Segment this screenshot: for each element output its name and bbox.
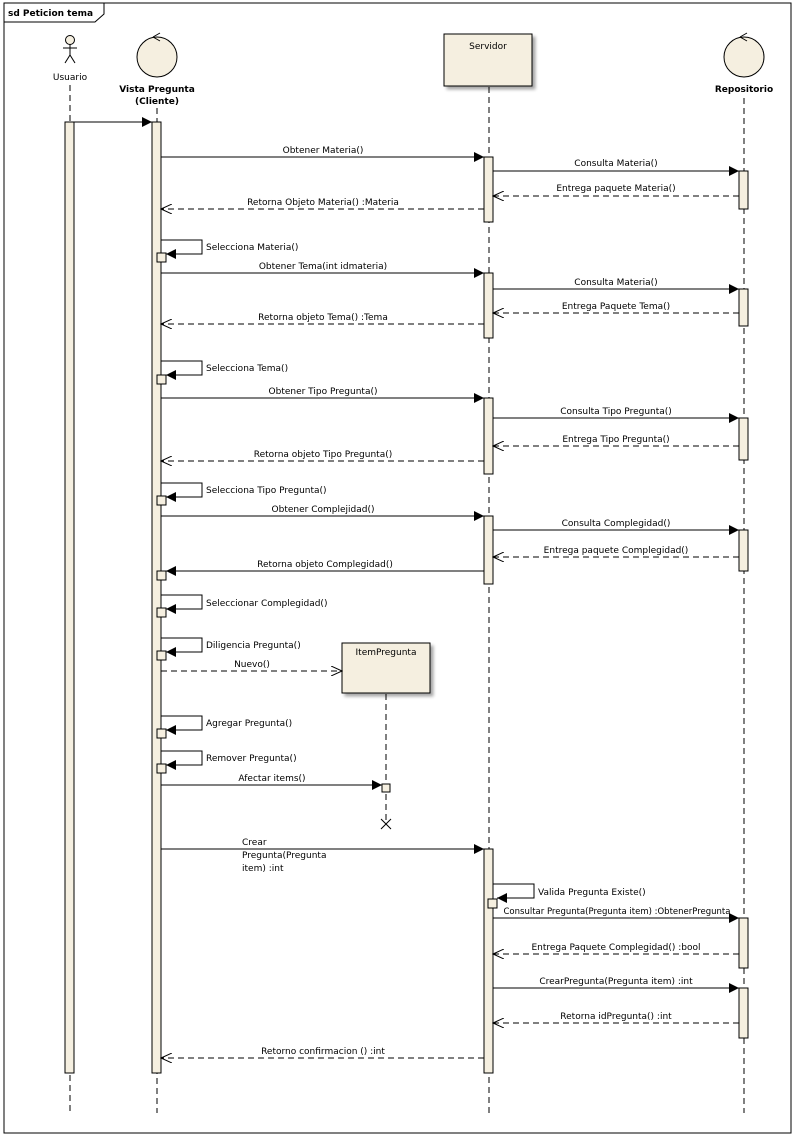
self-call-box (156, 374, 167, 385)
message-label: Retorna objeto Complegidad() (257, 560, 393, 570)
repositorio-icon (723, 32, 765, 78)
message-lines (74, 117, 739, 1058)
message-label: Consultar Pregunta(Pregunta item) :Obten… (504, 907, 731, 917)
usuario-label: Usuario (53, 73, 88, 83)
self-message (493, 883, 535, 903)
message-label: Retorna objeto Tipo Pregunta() (254, 450, 393, 460)
message-label: Nuevo() (234, 660, 270, 670)
itempregunta-activation (381, 783, 391, 793)
message-label: Agregar Pregunta() (206, 719, 292, 729)
vista-activation (151, 121, 162, 1074)
message-label: Selecciona Materia() (206, 243, 298, 253)
message-label: Entrega paquete Complegidad() (544, 546, 689, 556)
message-label: Obtener Tema(int idmateria) (259, 262, 387, 272)
self-call-box (487, 898, 498, 909)
usuario-actor (63, 35, 77, 64)
message-label: Consulta Materia() (574, 159, 657, 169)
usuario-activation (64, 121, 75, 1074)
repositorio-activation-2 (738, 288, 749, 327)
self-call-box (156, 570, 167, 581)
message-label: Selecciona Tipo Pregunta() (206, 486, 327, 496)
message-label: Valida Pregunta Existe() (538, 888, 646, 898)
vista-pregunta-sublabel: (Cliente) (135, 97, 179, 107)
self-call-boxes (156, 252, 498, 909)
message-label: Obtener Materia() (283, 146, 364, 156)
message-labels: Obtener Materia() Consulta Materia() Ent… (206, 146, 730, 1057)
message-label: item) :int (242, 864, 284, 874)
message-label: Retorna objeto Tema() :Tema (258, 313, 388, 323)
vista-pregunta-label: Vista Pregunta (119, 85, 195, 95)
servidor-activation-4 (483, 515, 494, 585)
message-label: Entrega Tipo Pregunta() (562, 435, 669, 445)
self-message (161, 715, 203, 735)
repositorio-activation-6 (738, 987, 749, 1039)
frame-title-tab (3, 2, 105, 23)
repositorio-activation-1 (738, 170, 749, 210)
repositorio-activation-3 (738, 417, 749, 461)
servidor-activation-2 (483, 272, 494, 339)
self-message (161, 637, 203, 657)
itempregunta-box (341, 642, 431, 694)
frame-title: sd Peticion tema (8, 9, 93, 19)
repositorio-activation-4 (738, 529, 749, 572)
message-label: Crear (242, 838, 267, 848)
message-label: Seleccionar Complegidad() (206, 599, 327, 609)
destroy-icon (380, 818, 392, 830)
self-call-box (156, 728, 167, 739)
message-label: Consulta Materia() (574, 278, 657, 288)
message-label: CrearPregunta(Pregunta item) :int (539, 977, 693, 987)
vista-pregunta-icon (136, 32, 178, 78)
message-label: Entrega paquete Materia() (556, 184, 675, 194)
servidor-label: Servidor (469, 42, 507, 52)
activation-bars (64, 121, 749, 1074)
self-message (161, 482, 203, 502)
self-message (161, 594, 203, 614)
self-message (161, 360, 203, 380)
itempregunta-label: ItemPregunta (356, 648, 417, 658)
self-message (161, 750, 203, 770)
self-call-box (156, 650, 167, 661)
self-message (161, 239, 203, 259)
message-label: Obtener Complejidad() (272, 505, 375, 515)
message-label: Selecciona Tema() (206, 364, 288, 374)
message-label: Consulta Tipo Pregunta() (560, 407, 672, 417)
repositorio-activation-5 (738, 917, 749, 969)
self-call-box (156, 252, 167, 263)
message-label: Diligencia Pregunta() (206, 641, 301, 651)
servidor-activation-1 (483, 156, 494, 223)
message-label: Retorno confirmacion () :int (261, 1047, 385, 1057)
diagram-frame (3, 2, 792, 1134)
servidor-box (443, 33, 533, 87)
message-label: Retorna Objeto Materia() :Materia (247, 198, 399, 208)
message-label: Pregunta(Pregunta (242, 851, 326, 861)
message-label: Obtener Tipo Pregunta() (269, 387, 378, 397)
message-label: Consulta Complegidad() (562, 519, 671, 529)
self-call-box (156, 607, 167, 618)
servidor-activation-5 (483, 848, 494, 1074)
repositorio-label: Repositorio (715, 85, 773, 95)
self-call-box (156, 763, 167, 774)
actor-head (65, 35, 75, 45)
message-label: Remover Pregunta() (206, 754, 297, 764)
self-call-box (156, 495, 167, 506)
servidor-activation-3 (483, 397, 494, 475)
message-label: Entrega Paquete Complegidad() :bool (531, 943, 700, 953)
message-label: Afectar items() (238, 774, 305, 784)
message-label: Retorna idPregunta() :int (560, 1012, 672, 1022)
message-label: Entrega Paquete Tema() (562, 302, 670, 312)
